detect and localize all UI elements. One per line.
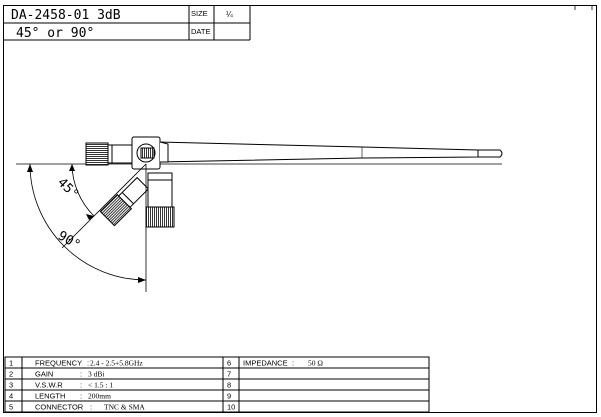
spec-row-value: 3 dBi bbox=[88, 370, 104, 379]
size-label: SIZE bbox=[191, 9, 208, 18]
spec-row-number: 1 bbox=[9, 359, 13, 368]
spec-row-separator: : bbox=[292, 359, 294, 368]
angle-90-label: 90° bbox=[55, 228, 83, 253]
connector-90 bbox=[145, 172, 175, 228]
size-value: ¼ bbox=[226, 10, 233, 19]
spec-row-number: 4 bbox=[9, 392, 13, 401]
spec-row-separator: : bbox=[80, 392, 82, 401]
spec-row-number: 9 bbox=[227, 392, 231, 401]
antenna-whip bbox=[157, 141, 503, 163]
connector-45 bbox=[99, 176, 150, 227]
spec-row-value: 200mm bbox=[88, 392, 111, 401]
date-label: DATE bbox=[191, 27, 210, 36]
spec-row-number: 6 bbox=[227, 359, 231, 368]
spec-row-separator: : bbox=[87, 359, 89, 368]
connector-straight bbox=[85, 142, 133, 166]
spec-row-number: 7 bbox=[227, 370, 231, 379]
sheet-border bbox=[3, 5, 597, 413]
spec-row-separator: : bbox=[80, 370, 82, 379]
part-number: DA-2458-01 3dB bbox=[11, 8, 121, 23]
spec-row-number: 8 bbox=[227, 381, 231, 390]
spec-row-label: GAIN bbox=[35, 370, 53, 379]
antenna-hinge bbox=[131, 136, 169, 170]
spec-row-number: 10 bbox=[227, 403, 235, 412]
spec-row-number: 2 bbox=[9, 370, 13, 379]
spec-row-value: < 1.5 : 1 bbox=[88, 381, 113, 390]
spec-row-separator: : bbox=[90, 403, 92, 412]
angle-note: 45° or 90° bbox=[16, 26, 94, 41]
spec-row-label: V.S.W.R bbox=[35, 381, 63, 390]
angle-dimension-lines bbox=[27, 163, 147, 292]
spec-row-number: 5 bbox=[9, 403, 13, 412]
spec-row-separator: : bbox=[80, 381, 82, 390]
spec-row-value: TNC & SMA bbox=[104, 403, 145, 412]
spec-row-number: 3 bbox=[9, 381, 13, 390]
spec-row-value: 2.4 - 2.5+5.8GHz bbox=[90, 359, 143, 368]
spec-row-label: IMPEDANCE bbox=[243, 359, 288, 368]
spec-row-value: 50 Ω bbox=[308, 359, 323, 368]
angle-45-label: 45° bbox=[54, 175, 81, 202]
title-block: DA-2458-01 3dB 45° or 90° SIZE DATE ¼ bbox=[3, 5, 251, 41]
spec-row-label: LENGTH bbox=[35, 392, 65, 401]
spec-row-label: FREQUENCY bbox=[35, 359, 82, 368]
spec-row-label: CONNECTOR bbox=[35, 403, 84, 412]
